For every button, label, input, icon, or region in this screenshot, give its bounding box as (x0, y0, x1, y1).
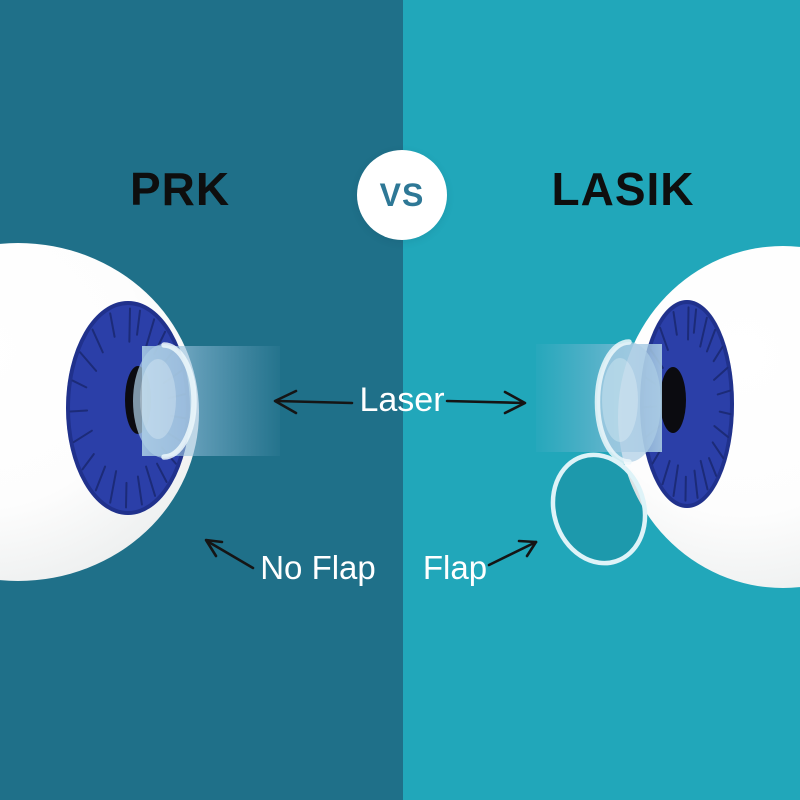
lasik-iris (640, 300, 734, 508)
vs-badge: VS (357, 150, 447, 240)
prk-cornea-highlight (140, 359, 176, 439)
annotation-arrows (204, 389, 538, 570)
lasik-cornea-highlight (602, 358, 638, 442)
vs-badge-label: VS (379, 176, 425, 213)
lasik-cornea (597, 342, 661, 462)
prk-title: PRK (129, 163, 231, 215)
lasik-title: LASIK (551, 163, 695, 215)
lasik-corneal-flap (550, 452, 648, 566)
laser-arrow-right (445, 390, 527, 415)
prk-cornea (133, 344, 195, 458)
prk-eye (0, 243, 280, 581)
laser-label: Laser (359, 381, 445, 419)
lasik-eye (536, 246, 800, 588)
lasik-pupil (660, 367, 686, 433)
lasik-cornea-rim (594, 339, 632, 465)
flap-label: Flap (422, 549, 488, 586)
flap-arrow (487, 539, 538, 567)
laser-arrow-left (273, 389, 354, 415)
no-flap-arrow (204, 538, 255, 570)
prk-cornea-rim (161, 342, 197, 460)
no-flap-label: No Flap (260, 549, 376, 586)
